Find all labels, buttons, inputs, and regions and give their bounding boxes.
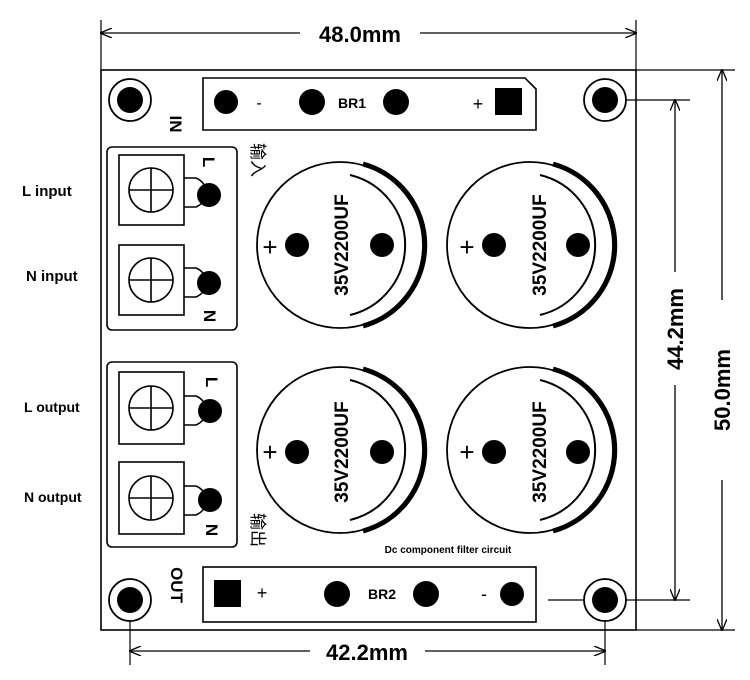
output-terminal-block: L N (106, 361, 238, 548)
cap-pad-minus (370, 440, 394, 464)
br2-pad-2 (413, 581, 439, 607)
capacitor-bottom-left: + 35V2200UF (256, 366, 428, 534)
board-caption: Dc component filter circuit (385, 545, 512, 556)
cap-pad-plus (285, 233, 309, 257)
cap-plus: + (459, 437, 474, 467)
br1-pad-1 (214, 90, 238, 114)
capacitor-bottom-right: + 35V2200UF (446, 366, 618, 534)
label-n-output: N output (24, 489, 82, 505)
br2-minus: - (481, 584, 487, 604)
input-chinese-label: 输入 (248, 143, 267, 177)
cap-pad-plus (285, 440, 309, 464)
br1-block: - BR1 + (202, 77, 537, 131)
br1-pad-3 (383, 89, 409, 115)
input-l-mark: L (199, 157, 218, 167)
label-l-input: L input (22, 183, 72, 200)
br1-name: BR1 (338, 95, 366, 111)
input-terminal-block: L N (106, 146, 238, 331)
br2-pad-1 (324, 581, 350, 607)
cap-plus: + (459, 232, 474, 262)
br1-pad-square (495, 88, 522, 115)
dim-width-bottom: 42.2mm (326, 640, 408, 665)
capacitor-top-right: + 35V2200UF (446, 161, 618, 329)
label-n-input: N input (26, 268, 78, 285)
dim-height-inner: 44.2mm (663, 288, 688, 370)
in-label: IN (166, 116, 185, 133)
output-l-mark: L (202, 377, 221, 387)
cap-label: 35V2200UF (332, 194, 353, 295)
capacitor-top-left: + 35V2200UF (256, 161, 428, 329)
br2-name: BR2 (368, 586, 396, 602)
br2-pad-square (214, 580, 241, 607)
br1-pad-2 (299, 89, 325, 115)
br1-plus: + (473, 94, 484, 114)
cap-label: 35V2200UF (530, 194, 551, 295)
cap-pad-minus (566, 233, 590, 257)
mounting-hole-bottom-left (108, 578, 152, 622)
br2-plus: + (257, 583, 268, 603)
cap-plus: + (262, 232, 277, 262)
cap-pad-plus (482, 233, 506, 257)
mounting-hole-top-left (108, 78, 152, 122)
cap-pad-minus (370, 233, 394, 257)
input-n-mark: N (200, 310, 219, 322)
cap-pad-minus (566, 440, 590, 464)
cap-label: 35V2200UF (530, 401, 551, 502)
mounting-hole-bottom-right (583, 578, 627, 622)
cap-label: 35V2200UF (332, 401, 353, 502)
cap-pad-plus (482, 440, 506, 464)
dim-height-right: 50.0mm (710, 349, 735, 431)
dim-width-top: 48.0mm (319, 22, 401, 47)
dimension-lines (101, 33, 722, 651)
cap-plus: + (262, 437, 277, 467)
output-chinese-label: 输出 (248, 513, 267, 547)
br1-minus: - (256, 95, 261, 112)
label-l-output: L output (24, 399, 80, 415)
br2-block: + BR2 - (202, 566, 537, 623)
mounting-holes (108, 78, 627, 622)
br2-pad-3 (500, 582, 524, 606)
board-outline (100, 69, 637, 631)
extension-lines (100, 20, 735, 665)
output-n-mark: N (202, 524, 221, 536)
mounting-hole-top-right (583, 78, 627, 122)
out-label: OUT (167, 567, 186, 604)
